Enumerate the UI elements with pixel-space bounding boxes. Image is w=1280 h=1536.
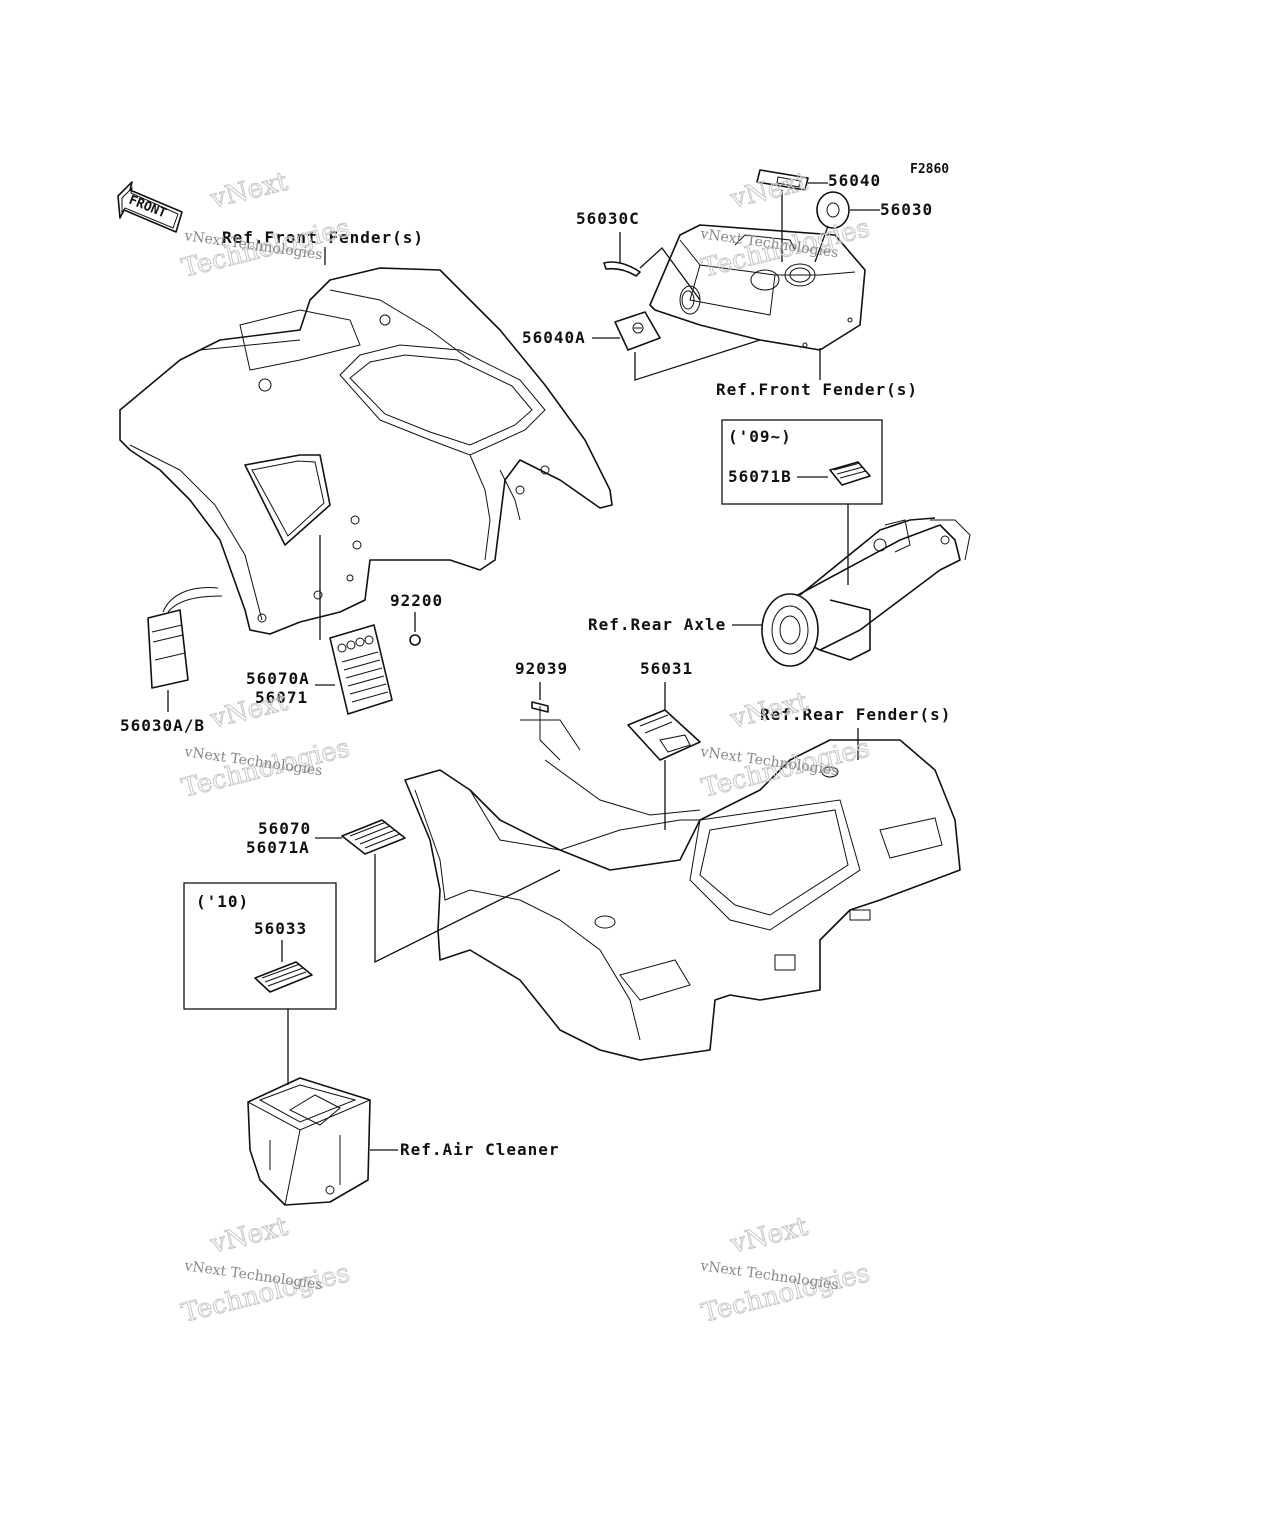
label-92200: 92200 bbox=[390, 591, 443, 610]
ref-front-fender-right: Ref.Front Fender(s) bbox=[716, 380, 918, 399]
bolt-92039-icon bbox=[531, 701, 561, 761]
year-box-09-label: ('09~) bbox=[728, 427, 792, 446]
svg-text:vNext: vNext bbox=[207, 1212, 291, 1260]
figure-code: F2860 bbox=[910, 162, 949, 177]
decal-56040a-icon bbox=[614, 311, 661, 351]
front-fender-drawing bbox=[119, 267, 613, 635]
ref-rear-axle: Ref.Rear Axle bbox=[588, 615, 726, 634]
leader-56070a bbox=[315, 535, 335, 686]
decal-56071b-icon bbox=[829, 461, 871, 486]
label-56031: 56031 bbox=[640, 659, 693, 678]
rear-fender-drawing bbox=[404, 719, 961, 1061]
year-box-09 bbox=[721, 419, 883, 505]
leader-56070-to-fender bbox=[374, 854, 561, 964]
decal-56070-icon bbox=[341, 819, 406, 855]
svg-text:vNext: vNext bbox=[207, 687, 291, 735]
leader-56030 bbox=[814, 209, 880, 263]
watermark: vNext Technologies bbox=[698, 686, 873, 804]
warning-label-56070a-icon bbox=[329, 624, 393, 715]
decal-56040-icon bbox=[756, 169, 809, 191]
rear-axle-drawing bbox=[761, 517, 971, 667]
air-cleaner-drawing bbox=[247, 1077, 371, 1206]
label-56040: 56040 bbox=[828, 171, 881, 190]
decal-56031-icon bbox=[627, 709, 701, 761]
decal-56033-icon bbox=[254, 961, 313, 993]
svg-text:vNext: vNext bbox=[207, 167, 291, 215]
svg-text:vNext: vNext bbox=[727, 1212, 811, 1260]
label-56071: 56071 bbox=[255, 688, 308, 707]
leader-56040 bbox=[781, 182, 828, 262]
label-56030: 56030 bbox=[880, 200, 933, 219]
label-56040a: 56040A bbox=[522, 328, 586, 347]
label-56030ab: 56030A/B bbox=[120, 716, 205, 735]
hang-tag-56030ab-icon bbox=[147, 586, 223, 689]
ref-air-cleaner: Ref.Air Cleaner bbox=[400, 1140, 560, 1159]
label-56071a: 56071A bbox=[246, 838, 310, 857]
label-56033: 56033 bbox=[254, 919, 307, 938]
svg-text:vNext: vNext bbox=[727, 687, 811, 735]
label-56071b: 56071B bbox=[728, 467, 792, 486]
label-92039: 92039 bbox=[515, 659, 568, 678]
year-box-10-label: ('10) bbox=[196, 892, 249, 911]
decal-56030-icon bbox=[816, 191, 850, 229]
ref-front-fender-left: Ref.Front Fender(s) bbox=[222, 228, 424, 247]
leader-56030c-to-fender bbox=[639, 247, 701, 301]
decal-56030c-icon bbox=[603, 261, 641, 277]
label-56070a: 56070A bbox=[246, 669, 310, 688]
front-fender-top-drawing bbox=[649, 224, 866, 351]
watermark: vNext Technologies bbox=[178, 686, 353, 804]
ref-rear-fender: Ref.Rear Fender(s) bbox=[760, 705, 951, 724]
label-56070: 56070 bbox=[258, 819, 311, 838]
front-arrow-icon: FRONT bbox=[117, 181, 183, 233]
nut-92200-icon bbox=[409, 634, 421, 646]
year-box-10 bbox=[183, 882, 337, 1010]
leader-56040a bbox=[592, 337, 761, 381]
label-56030c: 56030C bbox=[576, 209, 640, 228]
